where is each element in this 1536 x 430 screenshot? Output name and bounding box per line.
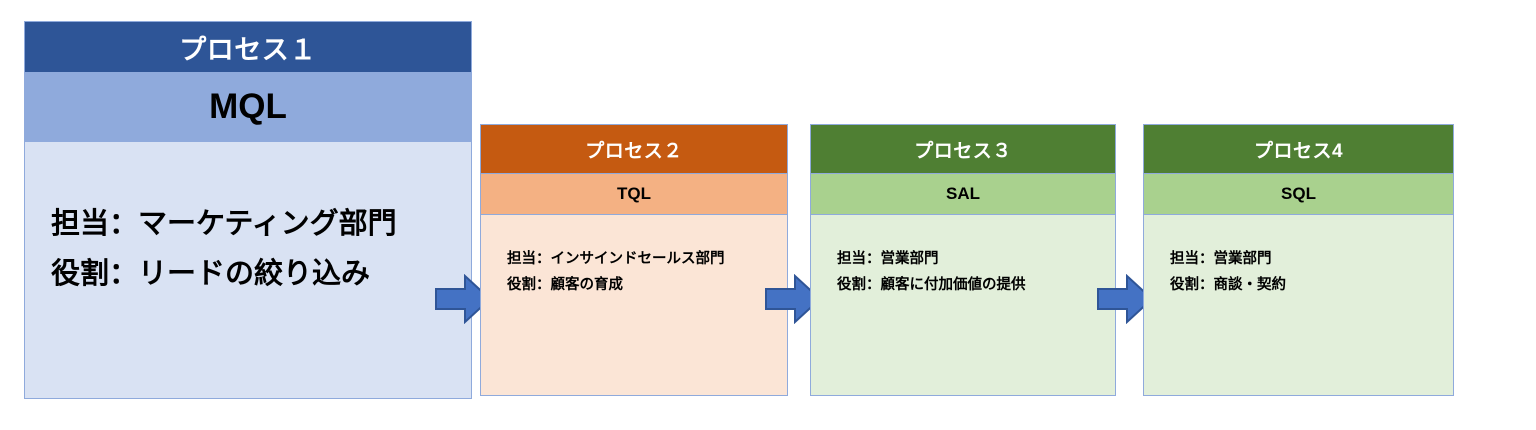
process-1-body: 担当：マーケティング部門 役割：リードの絞り込み xyxy=(25,142,471,398)
process-4-header: プロセス4 xyxy=(1144,125,1453,174)
process-4-role-line: 役割：商談・契約 xyxy=(1170,277,1286,293)
right-arrow-icon xyxy=(765,273,822,325)
process-1-owner-line: 担当：マーケティング部門 xyxy=(51,208,397,240)
process-box-3: プロセス３ SAL 担当：営業部門 役割：顧客に付加価値の提供 xyxy=(810,124,1116,396)
process-1-subheader: MQL xyxy=(25,73,471,142)
right-arrow-icon xyxy=(435,273,492,325)
process-2-owner-line: 担当：インサインドセールス部門 xyxy=(507,251,725,267)
process-4-body: 担当：営業部門 役割：商談・契約 xyxy=(1144,215,1453,395)
process-1-role-line: 役割：リードの絞り込み xyxy=(51,258,371,290)
process-3-role-line: 役割：顧客に付加価値の提供 xyxy=(837,277,1026,293)
process-2-subheader: TQL xyxy=(481,174,787,215)
process-2-role-line: 役割：顧客の育成 xyxy=(507,277,623,293)
process-1-header: プロセス１ xyxy=(25,22,471,73)
process-box-2: プロセス２ TQL 担当：インサインドセールス部門 役割：顧客の育成 xyxy=(480,124,788,396)
process-4-owner-line: 担当：営業部門 xyxy=(1170,251,1272,267)
process-4-subheader: SQL xyxy=(1144,174,1453,215)
process-3-owner-line: 担当：営業部門 xyxy=(837,251,939,267)
process-3-subheader: SAL xyxy=(811,174,1115,215)
process-2-header: プロセス２ xyxy=(481,125,787,174)
process-box-1: プロセス１ MQL 担当：マーケティング部門 役割：リードの絞り込み xyxy=(24,21,472,399)
process-3-header: プロセス３ xyxy=(811,125,1115,174)
right-arrow-icon xyxy=(1097,273,1154,325)
process-box-4: プロセス4 SQL 担当：営業部門 役割：商談・契約 xyxy=(1143,124,1454,396)
process-2-body: 担当：インサインドセールス部門 役割：顧客の育成 xyxy=(481,215,787,395)
process-3-body: 担当：営業部門 役割：顧客に付加価値の提供 xyxy=(811,215,1115,395)
